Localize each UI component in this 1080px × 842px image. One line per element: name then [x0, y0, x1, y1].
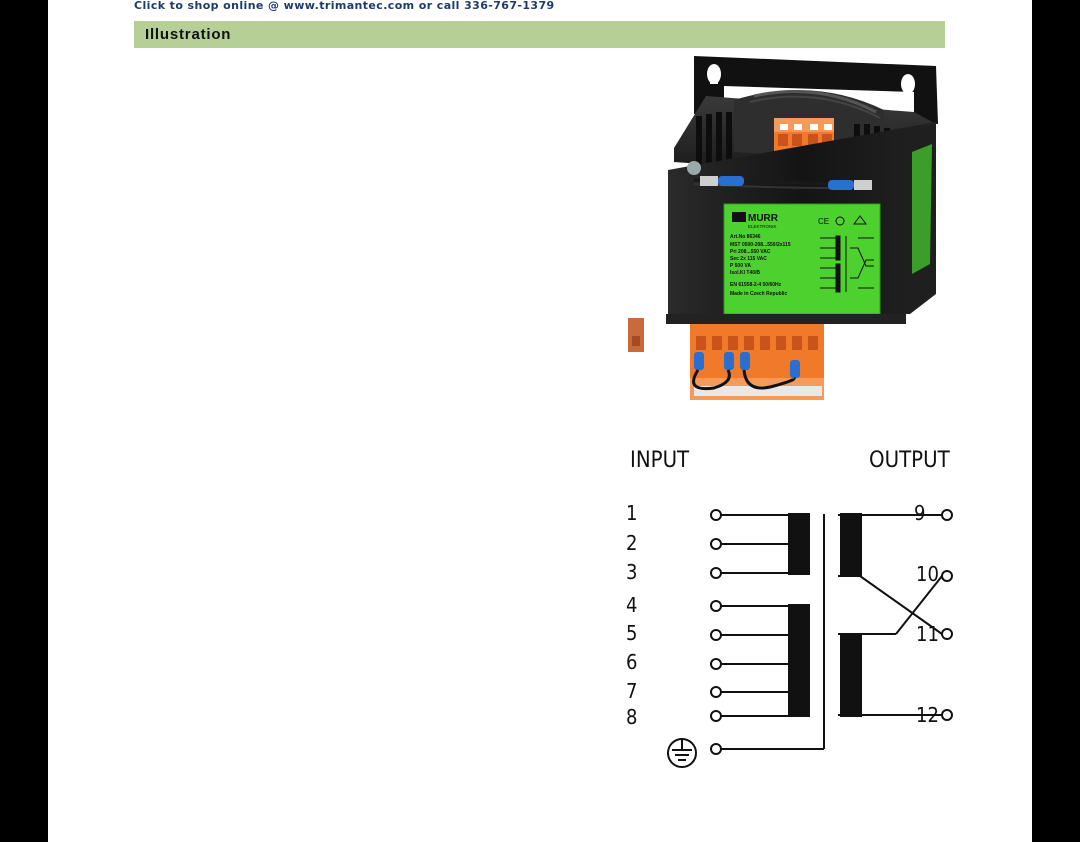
terminal-label: 7	[626, 679, 637, 703]
label-brand-sub: ELEKTRONIK	[748, 224, 777, 229]
terminal-label: 10	[916, 562, 939, 586]
terminal-label: 3	[626, 560, 637, 584]
product-label: MURR ELEKTRONIK CE Art.No 86346 MST 0500…	[723, 203, 881, 315]
output-label: OUTPUT	[869, 448, 951, 473]
transformer-product-image: MURR ELEKTRONIK CE Art.No 86346 MST 0500…	[628, 56, 938, 400]
terminal-label: 8	[626, 705, 637, 729]
section-header: Illustration	[134, 21, 945, 48]
terminal-label: 4	[626, 593, 637, 617]
terminal-label: 11	[916, 622, 939, 646]
label-line: Isol.Kl T40/B	[730, 270, 760, 276]
svg-text:CE: CE	[818, 217, 829, 226]
mounting-bracket	[694, 56, 938, 124]
label-brand: MURR	[748, 213, 779, 224]
label-line: Made in Czech Republic	[730, 291, 787, 297]
primary-winding-2	[788, 604, 810, 717]
shop-online-link[interactable]: Click to shop online @ www.trimantec.com…	[134, 0, 555, 12]
terminal-label: 2	[626, 531, 637, 555]
terminal-label: 6	[626, 650, 637, 674]
input-label: INPUT	[630, 448, 690, 473]
label-line: Art.No 86346	[730, 234, 761, 240]
wiring-diagram: INPUT OUTPUT 1 2 3 4 5 6 7 8 9 10 11 12	[626, 448, 953, 768]
secondary-winding-2	[840, 633, 862, 717]
ground-lug	[628, 318, 644, 352]
terminal-label: 5	[626, 621, 637, 645]
terminal-label: 1	[626, 501, 637, 525]
page: Click to shop online @ www.trimantec.com…	[48, 0, 1032, 842]
label-line: MST 0500-208...550/2x115	[730, 242, 791, 248]
secondary-winding-1	[840, 513, 862, 577]
section-title: Illustration	[145, 26, 232, 43]
label-line: Sec 2x 115 VAC	[730, 256, 767, 262]
label-line: P 500 VA	[730, 263, 751, 269]
label-line: Pri 208...550 VAC	[730, 249, 771, 255]
terminal-label: 9	[914, 501, 925, 525]
bottom-terminal-block	[690, 324, 824, 400]
label-line: EN 61558-2-4 50/60Hz	[730, 282, 782, 288]
primary-winding-1	[788, 513, 810, 575]
